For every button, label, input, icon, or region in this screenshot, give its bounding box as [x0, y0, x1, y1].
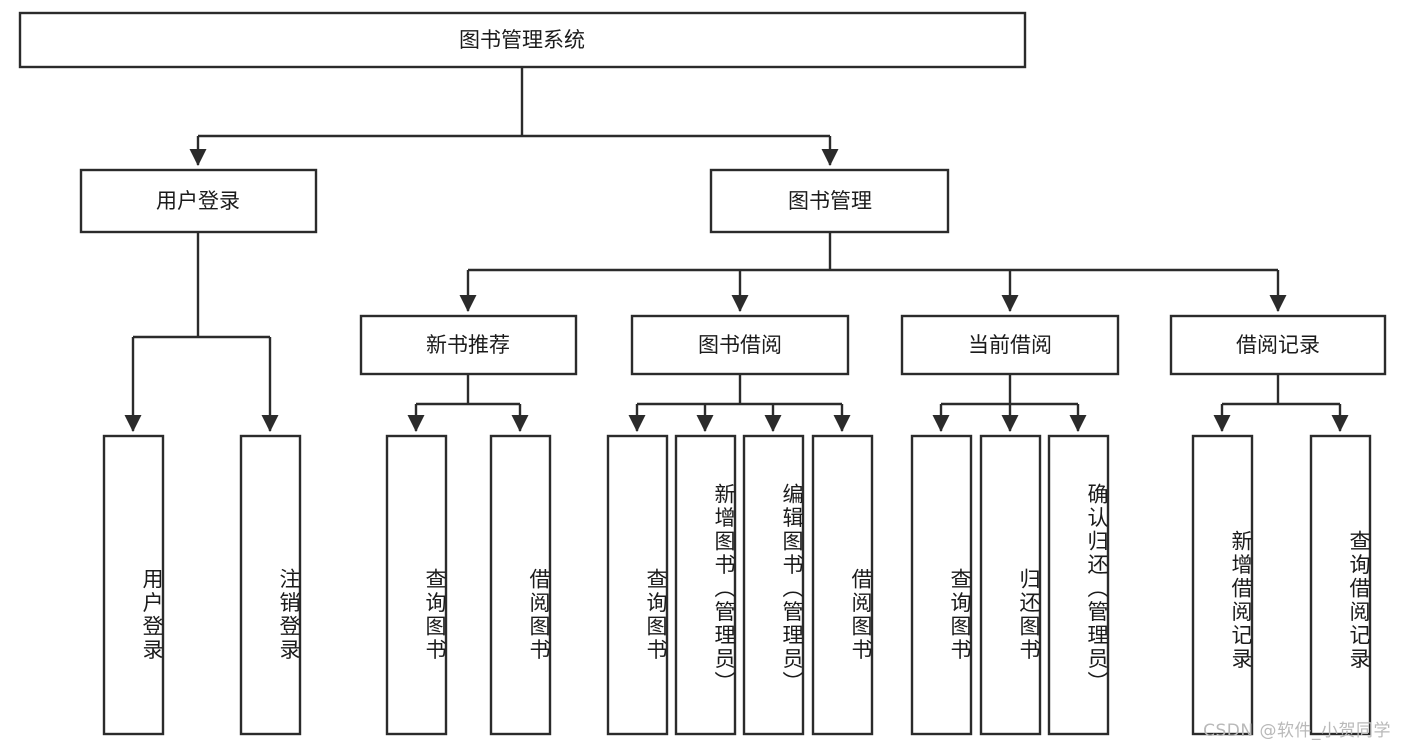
node-leaf-add-record-box[interactable] — [1191, 434, 1254, 736]
node-leaf-return-book-box[interactable] — [979, 434, 1042, 736]
node-book-manage-box[interactable] — [709, 168, 950, 234]
node-book-borrow[interactable]: 图书借阅 — [630, 314, 850, 376]
node-root-label: 图书管理系统 — [459, 28, 585, 52]
node-new-book-recommend[interactable]: 新书推荐 — [359, 314, 578, 376]
node-leaf-confirm-return-box[interactable] — [1047, 434, 1110, 736]
node-new-book-recommend-box[interactable] — [359, 314, 578, 376]
node-leaf-user-login-box[interactable] — [102, 434, 165, 736]
node-current-borrow-label: 当前借阅 — [968, 333, 1052, 357]
node-borrow-record[interactable]: 借阅记录 — [1169, 314, 1387, 376]
node-root-box[interactable] — [18, 11, 1027, 69]
node-leaf-borrow-book-2-box[interactable] — [811, 434, 874, 736]
node-user-login[interactable]: 用户登录 — [79, 168, 318, 234]
node-leaf-logout-box[interactable] — [239, 434, 302, 736]
node-leaf-query-book-3-box[interactable] — [910, 434, 973, 736]
node-leaf-query-book-1-box[interactable] — [385, 434, 448, 736]
node-user-login-box[interactable] — [79, 168, 318, 234]
node-book-borrow-label: 图书借阅 — [698, 333, 782, 357]
node-root[interactable]: 图书管理系统 — [18, 11, 1027, 69]
node-book-borrow-box[interactable] — [630, 314, 850, 376]
node-user-login-label: 用户登录 — [156, 189, 240, 213]
node-new-book-recommend-label: 新书推荐 — [426, 333, 510, 357]
node-borrow-record-label: 借阅记录 — [1236, 333, 1320, 357]
node-leaf-edit-book-box[interactable] — [742, 434, 805, 736]
node-leaf-query-record-box[interactable] — [1309, 434, 1372, 736]
node-borrow-record-box[interactable] — [1169, 314, 1387, 376]
node-current-borrow-box[interactable] — [900, 314, 1120, 376]
node-book-manage[interactable]: 图书管理 — [709, 168, 950, 234]
node-book-manage-label: 图书管理 — [788, 189, 872, 213]
node-leaf-add-book-box[interactable] — [674, 434, 737, 736]
node-current-borrow[interactable]: 当前借阅 — [900, 314, 1120, 376]
node-leaf-query-book-2-box[interactable] — [606, 434, 669, 736]
csdn-watermark: CSDN @软件_小贺同学 — [1203, 721, 1391, 741]
node-leaf-borrow-book-1-box[interactable] — [489, 434, 552, 736]
